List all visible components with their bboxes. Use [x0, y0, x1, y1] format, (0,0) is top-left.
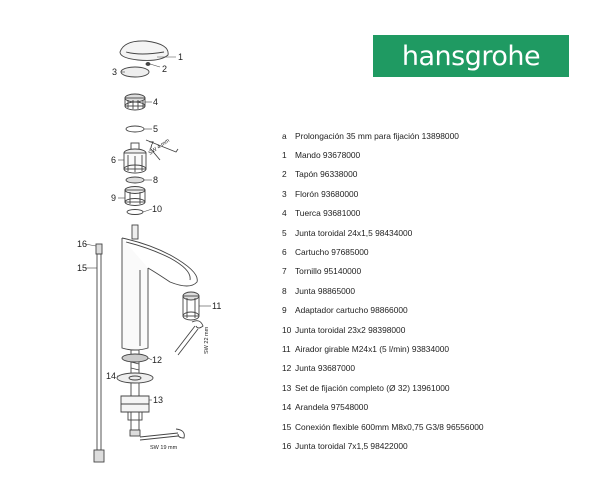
parts-list: a Prolongación 35 mm para fijación 138980… [282, 126, 592, 456]
part-key: 12 [282, 363, 292, 374]
part-description: Tornillo 95140000 [295, 266, 362, 277]
part-key: 11 [282, 343, 291, 354]
gasket-12-part [121, 353, 149, 363]
part-description: Airador girable M24x1 (5 l/min) 93834000 [295, 343, 450, 354]
o-ring-10-part [126, 209, 144, 215]
callout-5: 5 [153, 124, 158, 134]
parts-row: 6 Cartucho 97685000 [282, 242, 592, 261]
brand-logo: hansgrohe [373, 35, 569, 77]
part-key: 5 [282, 227, 287, 238]
part-description: Conexión flexible 600mm M8x0,75 G3/8 965… [295, 421, 484, 432]
parts-row: 4 Tuerca 93681000 [282, 204, 592, 223]
gasket-8-part [125, 176, 145, 184]
callout-13: 13 [153, 395, 163, 405]
part-description: Adaptador cartucho 98866000 [295, 305, 408, 316]
part-key: 15 [282, 421, 292, 432]
callout-1: 1 [178, 52, 183, 62]
tool-label-sw22: SW 22 mm [204, 326, 210, 354]
part-description: Arandela 97548000 [295, 402, 369, 413]
callout-8: 8 [153, 175, 158, 185]
mounting-set-part [120, 395, 150, 437]
part-key: 16 [282, 440, 292, 451]
cartridge-part [123, 142, 147, 174]
tool-label-sw19: SW 19 mm [150, 445, 178, 451]
callout-11: 11 [212, 301, 221, 311]
part-description: Junta toroidal 24x1,5 98434000 [295, 227, 413, 238]
callout-10: 10 [152, 204, 162, 214]
wrench-19-part [139, 428, 185, 441]
aerator-part [182, 291, 200, 321]
parts-row: 8 Junta 98865000 [282, 281, 592, 300]
part-description: Tapón 96338000 [295, 169, 358, 180]
part-key: 6 [282, 247, 287, 258]
washer-part [116, 372, 154, 384]
parts-row: 9 Adaptador cartucho 98866000 [282, 301, 592, 320]
cover-ring-part [120, 66, 150, 78]
flex-hose-part [93, 243, 105, 463]
screw-part [145, 139, 179, 161]
handle-part [119, 40, 169, 66]
part-key: 8 [282, 285, 287, 296]
parts-row: 2 Tapón 96338000 [282, 165, 592, 184]
part-description: Prolongación 35 mm para fijación 1389800… [295, 130, 459, 141]
part-description: Cartucho 97685000 [295, 247, 369, 258]
part-key: 10 [282, 324, 292, 335]
callout-7: 7 [149, 140, 154, 150]
brand-name: hansgrohe [401, 40, 541, 72]
part-description: Florón 93680000 [295, 188, 359, 199]
part-description: Set de fijación completo (Ø 32) 13961000 [295, 382, 450, 393]
part-key: 14 [282, 402, 292, 413]
part-description: Junta 98865000 [295, 285, 356, 296]
parts-row: 11 Airador girable M24x1 (5 l/min) 938340… [282, 339, 592, 358]
part-key: 2 [282, 169, 287, 180]
callout-14: 14 [106, 371, 116, 381]
callout-3: 3 [112, 67, 117, 77]
callout-4: 4 [153, 97, 158, 107]
faucet-body-part [121, 224, 198, 351]
callout-16: 16 [77, 239, 87, 249]
parts-row: a Prolongación 35 mm para fijación 138980… [282, 126, 592, 145]
part-key: 1 [282, 150, 287, 161]
part-description: Junta 93687000 [295, 363, 356, 374]
parts-row: 3 Florón 93680000 [282, 184, 592, 203]
parts-row: 5 Junta toroidal 24x1,5 98434000 [282, 223, 592, 242]
parts-row: 1 Mando 93678000 [282, 145, 592, 164]
callout-2: 2 [162, 64, 167, 74]
part-description: Mando 93678000 [295, 150, 361, 161]
part-key: 3 [282, 188, 287, 199]
part-description: Junta toroidal 7x1,5 98422000 [295, 440, 408, 451]
nut-part [124, 93, 146, 111]
parts-row: 7 Tornillo 95140000 [282, 262, 592, 281]
part-key: a [282, 130, 287, 141]
part-key: 13 [282, 382, 292, 393]
wrench-22-part [174, 320, 204, 356]
callout-9: 9 [111, 193, 116, 203]
o-ring-5-part [125, 125, 145, 133]
callout-15: 15 [77, 263, 87, 273]
part-description: Tuerca 93681000 [295, 208, 361, 219]
callout-6: 6 [111, 155, 116, 165]
part-key: 7 [282, 266, 287, 277]
part-description: Junta toroidal 23x2 98398000 [295, 324, 406, 335]
adapter-part [124, 186, 146, 206]
part-key: 4 [282, 208, 287, 219]
callout-12: 12 [152, 355, 162, 365]
part-key: 9 [282, 305, 287, 316]
